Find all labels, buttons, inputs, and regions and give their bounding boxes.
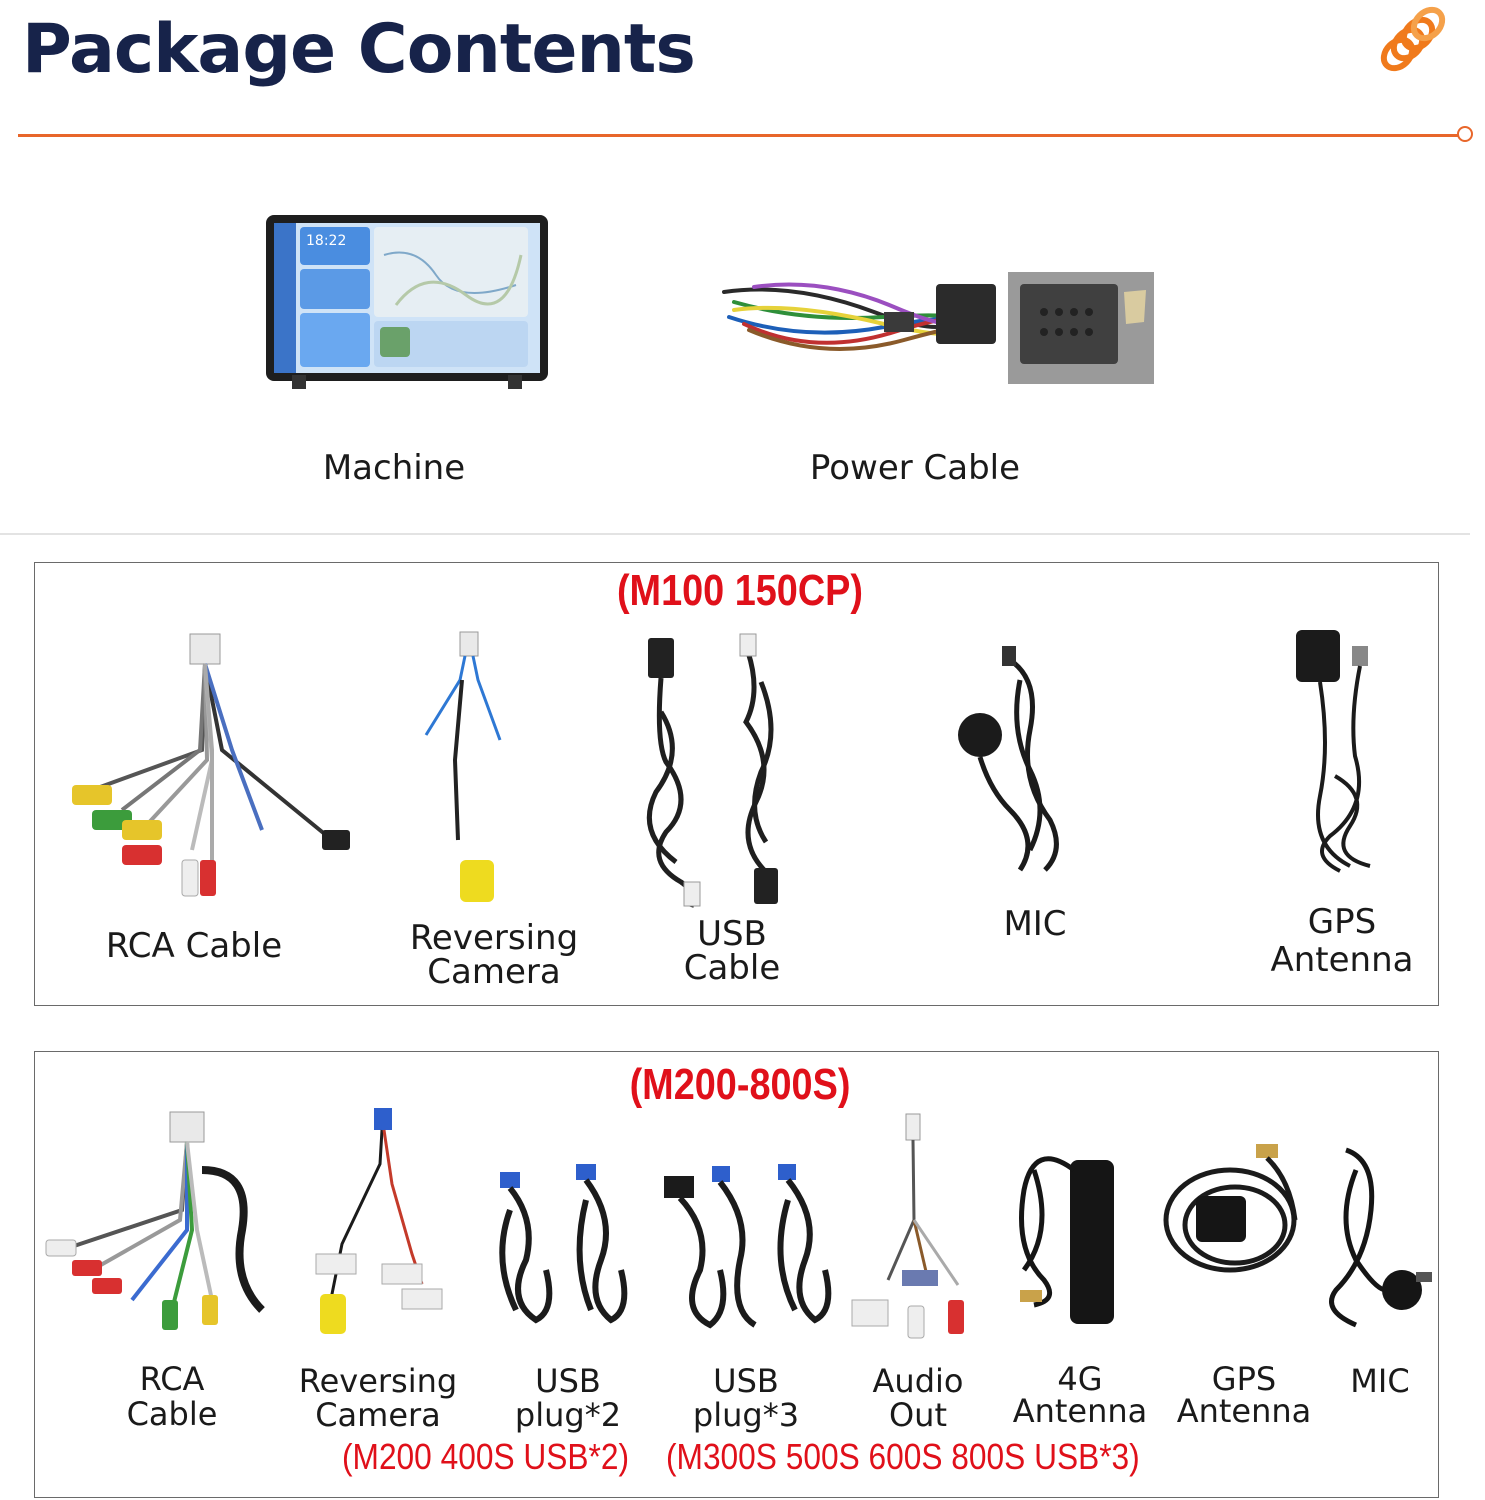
- g2-audio-label-1: Audio: [872, 1362, 964, 1400]
- header-divider: [18, 134, 1458, 137]
- g2-usb2-label-1: USB: [535, 1362, 601, 1400]
- reversing-camera-cable-icon: [424, 631, 502, 902]
- g1-rca-label: RCA Cable: [105, 926, 283, 966]
- g2-mic-label: MIC: [1350, 1362, 1410, 1400]
- g1-usb-label-2: Cable: [683, 948, 781, 988]
- g2-gps-label-1: GPS: [1211, 1360, 1277, 1398]
- g2-reversing-label-2: Camera: [315, 1396, 441, 1434]
- g2-gps-label-2: Antenna: [1176, 1392, 1312, 1430]
- usb-plug-3-icon: [664, 1164, 832, 1329]
- g1-reversing-label-1: Reversing: [409, 918, 579, 958]
- rca-cable-icon: [72, 633, 350, 897]
- section-separator: [0, 533, 1470, 535]
- power-cable-label: Power Cable: [809, 448, 1021, 488]
- power-cable-image: [714, 262, 1156, 390]
- g1-mic-label: MIC: [1003, 904, 1067, 944]
- g2-usb3-label-2: plug*3: [692, 1396, 800, 1434]
- microphone-icon: [958, 646, 1059, 872]
- usb-plug-2-icon: [499, 1164, 628, 1324]
- microphone-icon: [1329, 1147, 1432, 1328]
- g2-usb3-label-1: USB: [713, 1362, 779, 1400]
- head-unit-screen-icon: [266, 215, 548, 389]
- g2-usb2-label-2: plug*2: [514, 1396, 622, 1434]
- gps-antenna-icon: [1296, 630, 1371, 873]
- g1-usb-label-1: USB: [697, 914, 767, 954]
- divider-end-dot: [1457, 126, 1473, 142]
- coil-logo-icon: [1380, 6, 1446, 72]
- usb3-models-note: (M300S 500S 600S 800S USB*3): [666, 1436, 1140, 1477]
- machine-label: Machine: [322, 448, 466, 488]
- wiring-harness-icon: [722, 272, 1154, 384]
- screen-clock: 18:22: [306, 233, 347, 249]
- m200-800s-accessories-box: [34, 1051, 1439, 1498]
- g2-rca-label-1: RCA: [139, 1360, 205, 1398]
- machine-image: 18:22: [266, 215, 548, 390]
- 4g-antenna-icon: [1019, 1156, 1114, 1324]
- usb-cable-icon: [646, 633, 778, 908]
- audio-out-cable-icon: [851, 1113, 964, 1339]
- rca-cable-icon: [45, 1111, 265, 1330]
- g2-4g-label-2: Antenna: [1012, 1392, 1148, 1430]
- g1-gps-label-1: GPS: [1307, 902, 1377, 942]
- g1-gps-label-2: Antenna: [1270, 940, 1414, 980]
- page-title: Package Contents: [22, 10, 696, 89]
- usb2-models-note: (M200 400S USB*2): [342, 1436, 630, 1477]
- group2-model-title: (M200-800S): [629, 1060, 851, 1109]
- g2-reversing-label-1: Reversing: [298, 1362, 458, 1400]
- g2-4g-label-1: 4G: [1057, 1360, 1103, 1398]
- g2-audio-label-2: Out: [888, 1396, 947, 1434]
- m100-accessories-box: [34, 562, 1439, 1006]
- g1-reversing-label-2: Camera: [427, 952, 561, 992]
- gps-antenna-icon: [1163, 1144, 1298, 1273]
- g2-rca-label-2: Cable: [126, 1395, 218, 1433]
- group1-model-title: (M100 150CP): [616, 566, 864, 615]
- reversing-camera-cable-icon: [315, 1108, 443, 1334]
